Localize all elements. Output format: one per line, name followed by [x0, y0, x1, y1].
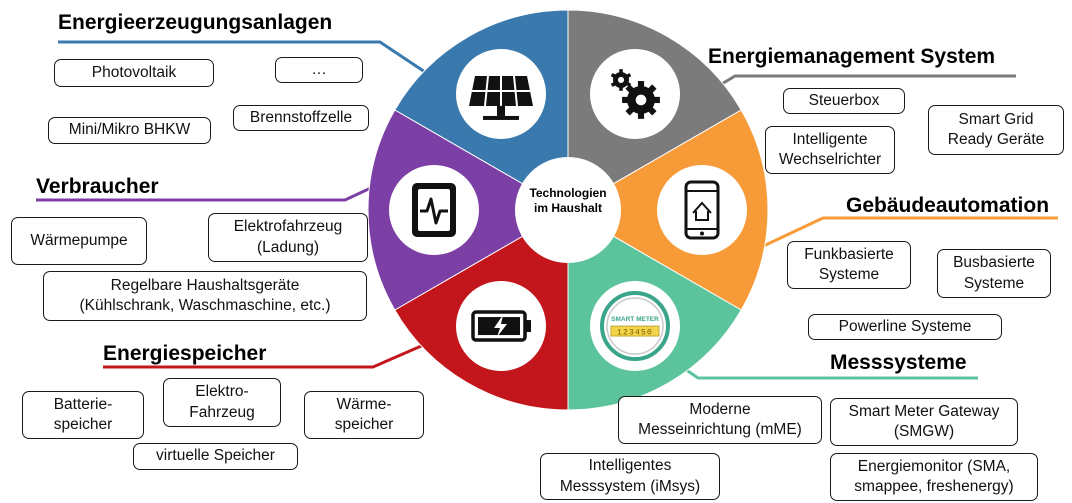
item-waermepumpe: Wärmepumpe	[11, 217, 147, 265]
connector-line	[58, 40, 441, 84]
item-waermespeicher: Wärme- speicher	[304, 391, 424, 439]
connector-line	[103, 338, 436, 369]
smartphone-home-icon	[657, 165, 747, 255]
item-moderne-messeinrichtung: Moderne Messeinrichtung (mME)	[618, 396, 822, 444]
item-energiemonitor: Energiemonitor (SMA, smappee, freshenerg…	[830, 453, 1038, 501]
tablet-heartbeat-icon	[389, 165, 479, 255]
item-busbasierte-systeme: Busbasierte Systeme	[937, 249, 1051, 298]
center-circle	[515, 157, 621, 263]
item-elektrofahrzeug-ladung: Elektrofahrzeug (Ladung)	[208, 213, 368, 262]
title-energieerzeugungsanlagen: Energieerzeugungsanlagen	[58, 11, 333, 34]
gears-icon	[590, 48, 680, 139]
item-virtuelle-speicher: virtuelle Speicher	[133, 443, 298, 470]
item-photovoltaik: Photovoltaik	[54, 59, 214, 87]
connector-line	[754, 216, 1058, 252]
item-steuerbox: Steuerbox	[783, 88, 905, 114]
item-funkbasierte-systeme: Funkbasierte Systeme	[787, 241, 911, 289]
smart-meter-icon: SMART METER 123450	[590, 281, 680, 372]
item-mini-mikro-bhkw: Mini/Mikro BHKW	[48, 117, 211, 144]
item-smart-meter-gateway: Smart Meter Gateway (SMGW)	[830, 398, 1018, 446]
item-powerline-systeme: Powerline Systeme	[808, 314, 1002, 340]
meter-badge-digits: 123450	[617, 328, 653, 337]
item-intelligente-wechselrichter: Intelligente Wechselrichter	[765, 126, 895, 174]
connector-lines	[36, 40, 1058, 380]
battery-icon	[456, 281, 546, 372]
item-intelligentes-messsystem: Intelligentes Messsystem (iMsys)	[540, 453, 720, 500]
title-energiespeicher: Energiespeicher	[103, 342, 267, 365]
item-more: …	[275, 57, 363, 83]
item-smart-grid-ready-geraete: Smart Grid Ready Geräte	[928, 105, 1064, 155]
title-gebaeudeautomation: Gebäudeautomation	[846, 194, 1050, 217]
title-messsysteme: Messsysteme	[830, 351, 967, 374]
sector-icons: SMART METER 123450	[389, 48, 747, 372]
meter-badge-title: SMART METER	[611, 316, 659, 323]
solar-panel-icon	[456, 48, 546, 139]
item-batteriespeicher: Batterie- speicher	[22, 391, 144, 439]
item-brennstoffzelle: Brennstoffzelle	[233, 105, 369, 131]
center-label: Technologien im Haushalt	[529, 186, 607, 215]
title-energiemanagement-system: Energiemanagement System	[708, 45, 996, 68]
title-verbraucher: Verbraucher	[36, 175, 159, 198]
item-regelbare-haushaltsgeraete: Regelbare Haushaltsgeräte (Kühlschrank, …	[43, 271, 367, 321]
item-elektro-fahrzeug: Elektro- Fahrzeug	[163, 378, 281, 427]
